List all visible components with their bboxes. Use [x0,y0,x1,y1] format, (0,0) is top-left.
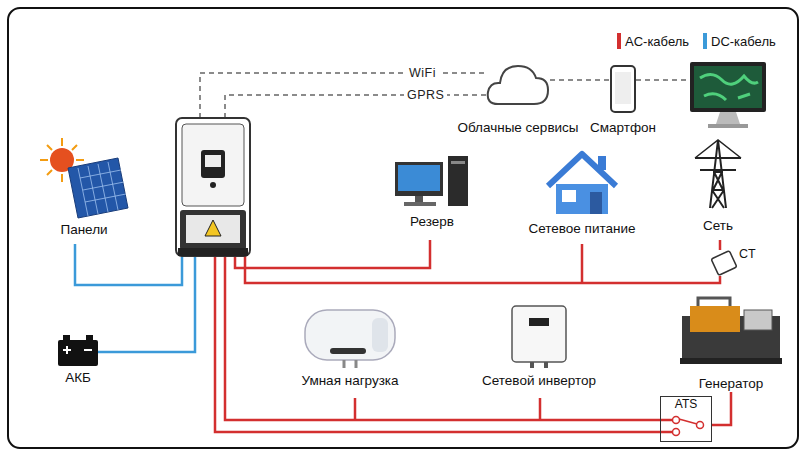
backup-pc-icon [395,156,468,206]
grid-inverter-icon [512,306,566,368]
battery-node: АКБ [56,333,100,368]
legend-text: DC-кабель [711,34,776,49]
house-icon [548,154,616,214]
node-label: CT [739,246,756,262]
node-label: Сетевой инвертор [482,373,596,389]
node-label: Сеть [703,218,733,234]
backup-node: Резерв [393,154,471,208]
node-label: Сетевое питание [528,221,635,237]
connector [550,79,609,81]
signal-label: GPRS [404,88,447,102]
node-label: Генератор [699,376,764,392]
legend-swatch [703,33,707,49]
node-label: ATS [673,397,699,411]
battery-icon [58,335,98,366]
power-tower-icon [695,140,741,208]
monitor-icon [690,62,766,128]
phone-node: Смартфон [609,64,637,114]
legend-swatch [617,33,621,49]
signal-label: WiFi [406,66,439,80]
ats-node: ATS [660,396,712,442]
frame [8,8,798,448]
node-label: Резерв [410,214,454,230]
ct-sensor-icon [711,251,737,276]
cloud-node: Облачные сервисы [486,62,550,108]
smart-load-node: Умная нагрузка [303,306,397,370]
generator-icon [680,298,782,364]
ats-contacts [673,417,704,436]
legend-text: AC-кабель [625,34,689,49]
smartphone-icon [611,66,635,112]
ct-node: CT [712,250,736,274]
grid-node: Сеть [692,138,744,210]
node-label: АКБ [65,370,91,386]
generator-node: Генератор [678,296,784,392]
panel-node: Панели [38,136,130,220]
legend-item: DC-кабель [703,33,776,49]
grid-inverter-node: Сетевой инвертор [508,304,570,370]
cloud-icon [488,66,548,104]
hybrid-inverter [176,118,250,256]
smart-load-icon [305,310,395,368]
legend-item: AC-кабель [617,33,689,49]
house-node: Сетевое питание [546,150,618,216]
connector [712,392,731,425]
dc-wires [75,244,195,352]
node-label: Умная нагрузка [301,373,398,389]
ac-wires [215,240,720,432]
node-label: Смартфон [590,120,656,136]
node-label: Облачные сервисы [457,120,578,136]
node-label: Панели [60,222,107,238]
solar-panel-icon [40,138,128,218]
